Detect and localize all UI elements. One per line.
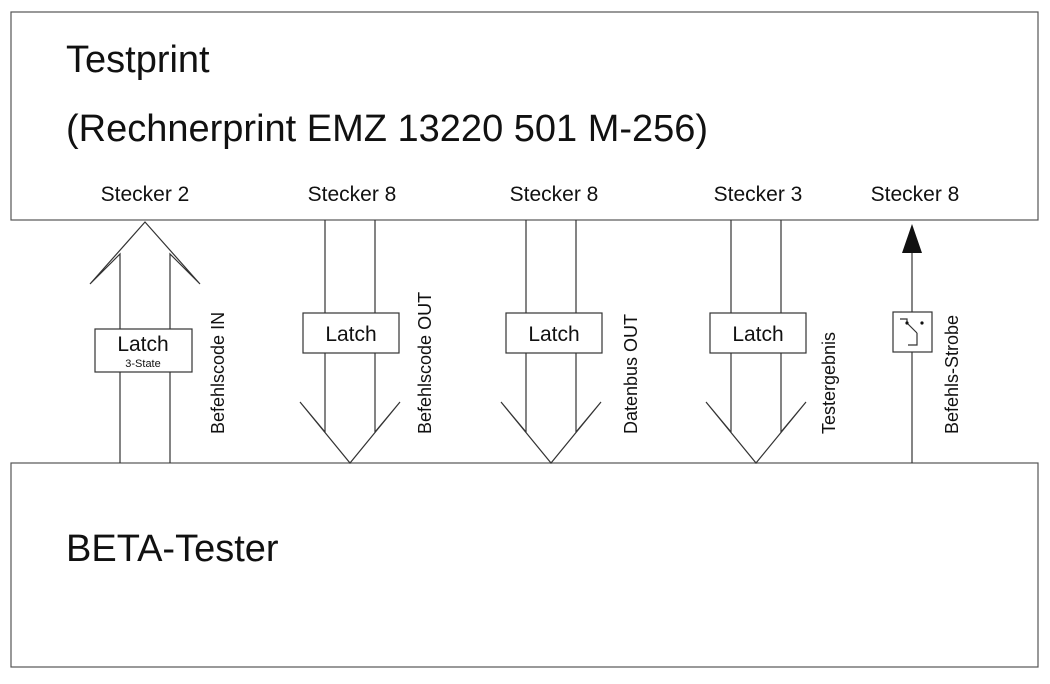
bus-arrow-up-befehlscode-in: Latch 3-State Befehlscode IN — [89, 221, 228, 463]
testprint-box: Testprint (Rechnerprint EMZ 13220 501 M-… — [10, 11, 1039, 221]
bus-arrow-down-testergebnis: Latch Testergebnis — [705, 220, 839, 464]
latch-label-1: Latch — [117, 333, 168, 356]
latch-label-2: Latch — [325, 323, 376, 346]
latch-box-4 — [709, 312, 807, 354]
latch-3state-box — [94, 328, 193, 373]
bus-arrow-down-datenbus-out: Latch Datenbus OUT — [500, 220, 641, 464]
switch-icon — [892, 311, 933, 353]
signal-label-testergebnis: Testergebnis — [819, 332, 839, 434]
connector-label-2: Stecker 8 — [308, 183, 397, 206]
beta-tester-box: BETA-Tester — [10, 462, 1039, 668]
signal-label-datenbus-out: Datenbus OUT — [621, 314, 641, 434]
latch-label-3: Latch — [528, 323, 579, 346]
testprint-title: Testprint — [66, 39, 210, 81]
signal-label-befehlscode-out: Befehlscode OUT — [415, 292, 435, 434]
arrowhead-up-icon — [902, 224, 922, 253]
latch-label-4: Latch — [732, 323, 783, 346]
signal-label-befehlscode-in: Befehlscode IN — [208, 312, 228, 434]
latch-box-2 — [302, 312, 400, 354]
connector-label-3: Stecker 8 — [510, 183, 599, 206]
bus-arrow-down-befehlscode-out: Latch Befehlscode OUT — [299, 220, 435, 464]
connector-label-5: Stecker 8 — [871, 183, 960, 206]
connector-label-4: Stecker 3 — [714, 183, 803, 206]
signal-label-befehls-strobe: Befehls-Strobe — [942, 315, 962, 434]
connector-label-1: Stecker 2 — [101, 183, 190, 206]
beta-tester-title: BETA-Tester — [66, 528, 279, 570]
signal-arrow-up-befehls-strobe: Befehls-Strobe — [892, 224, 962, 463]
latch-box-3 — [505, 312, 603, 354]
latch-sublabel-3state: 3-State — [125, 358, 160, 370]
testprint-subtitle: (Rechnerprint EMZ 13220 501 M-256) — [66, 108, 708, 150]
